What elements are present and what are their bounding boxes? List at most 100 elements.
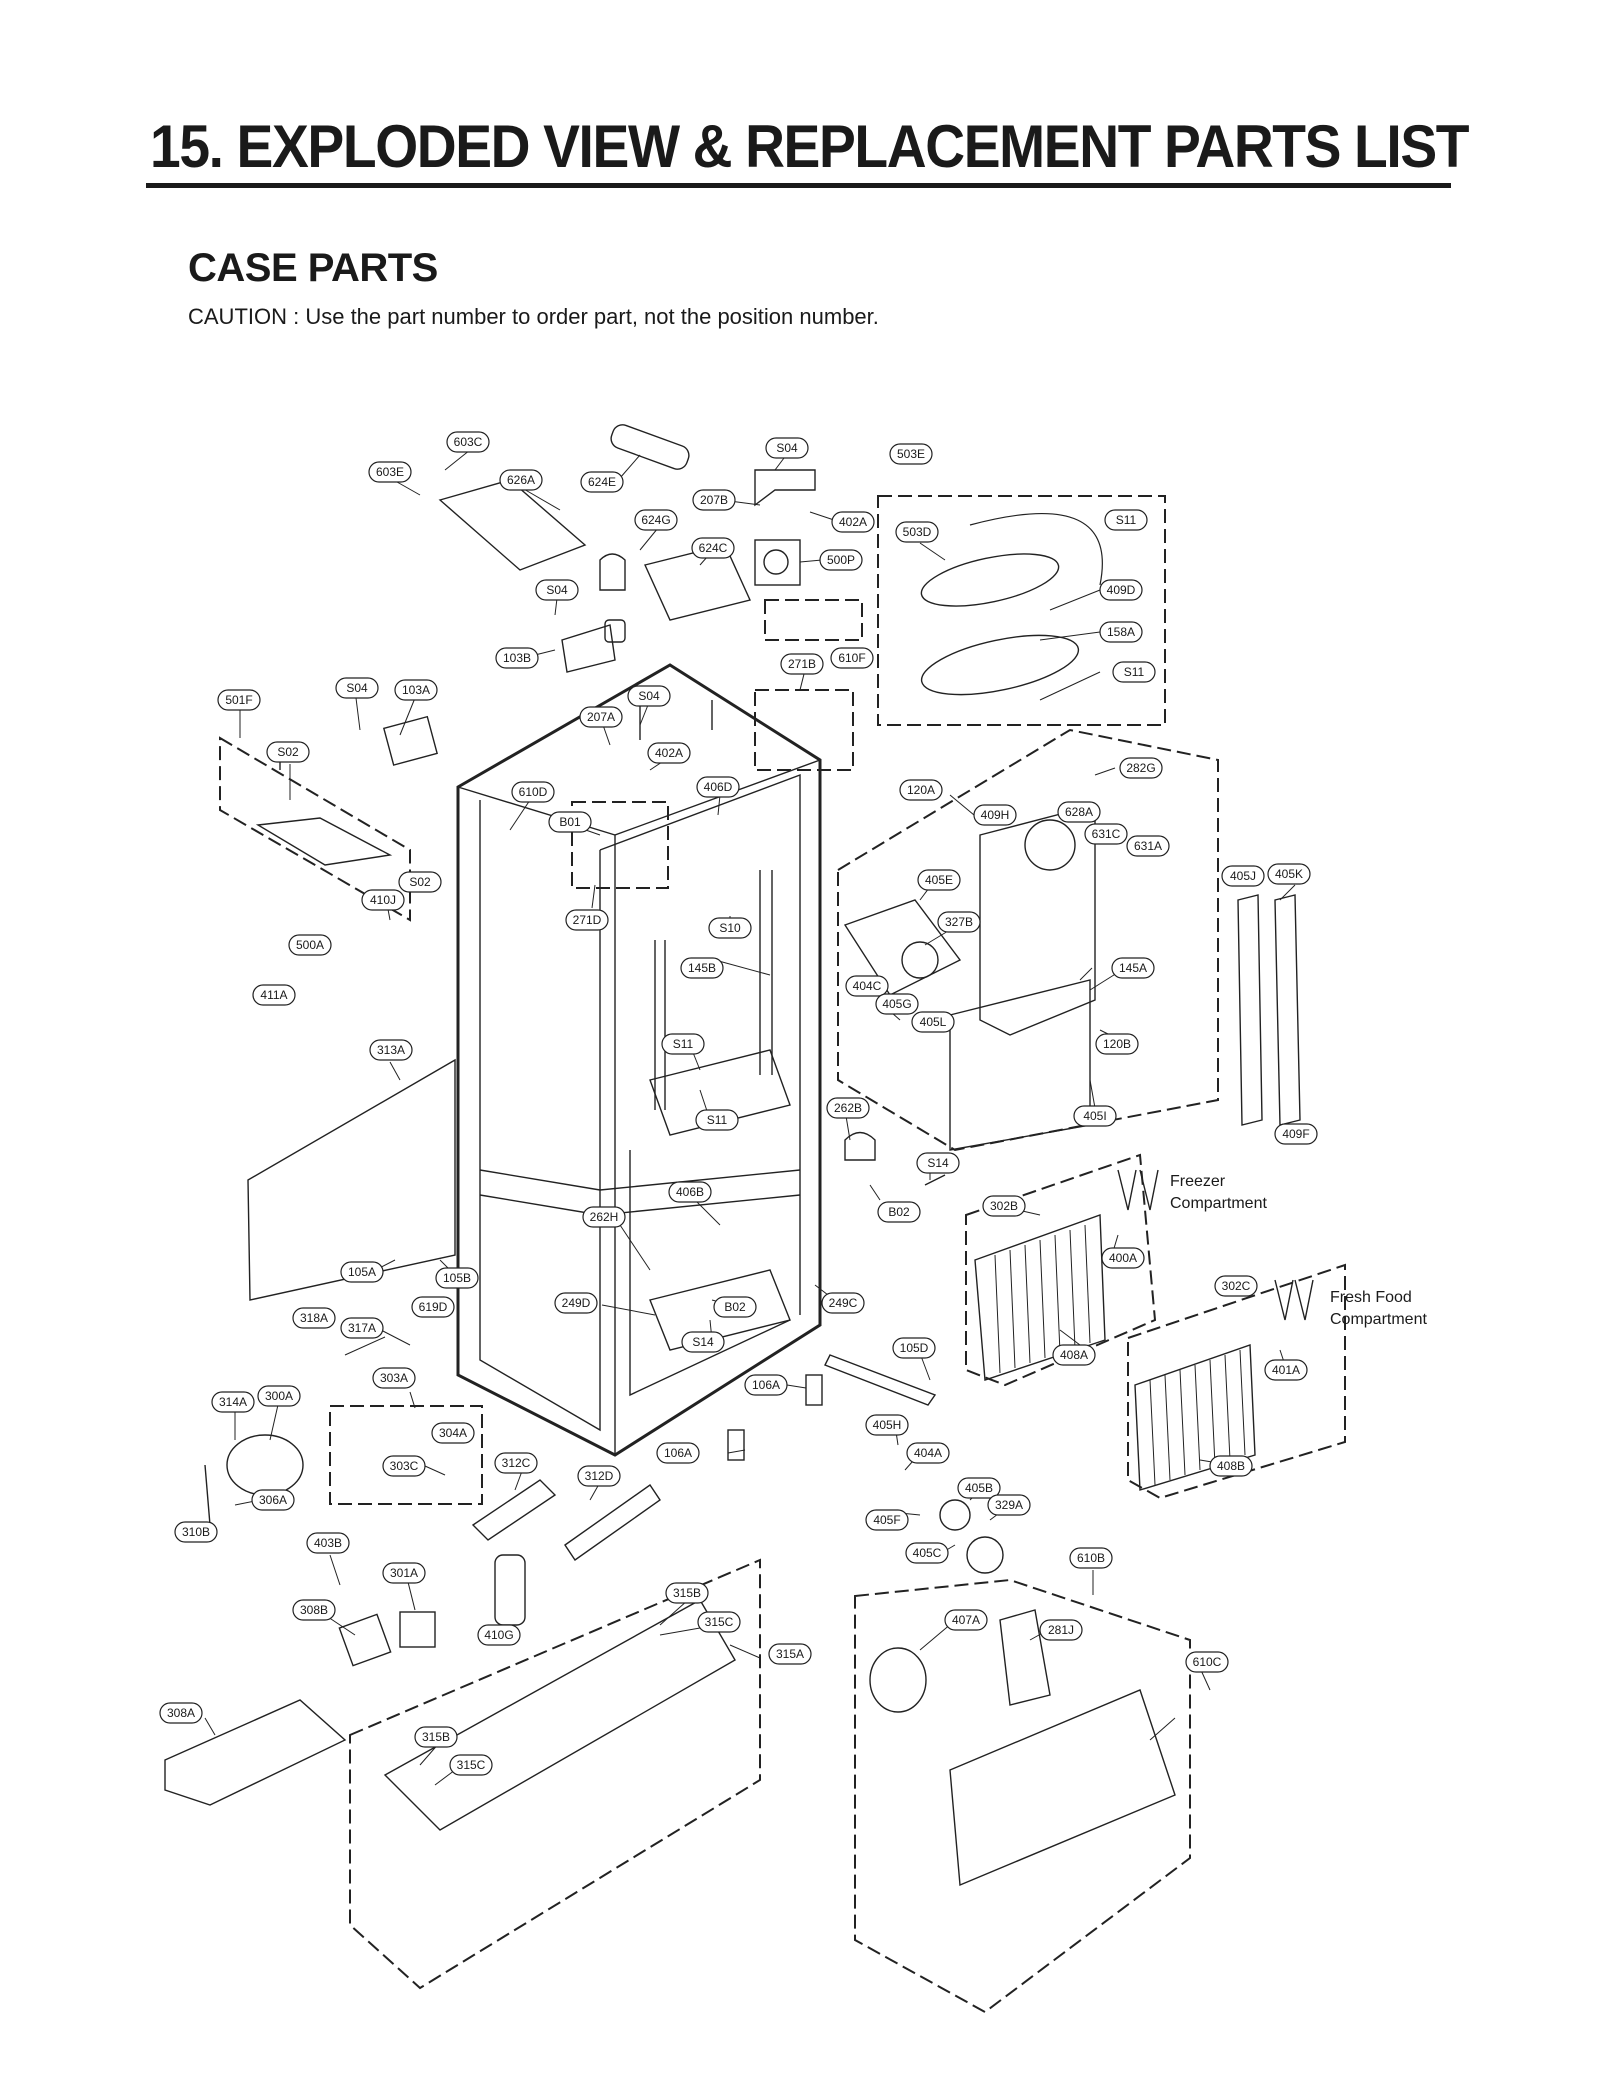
- part-label: 207B: [692, 489, 736, 511]
- svg-text:S11: S11: [1116, 513, 1137, 527]
- part-label: 410G: [477, 1624, 521, 1646]
- part-label: 405J: [1221, 865, 1265, 887]
- svg-text:120B: 120B: [1103, 1037, 1131, 1051]
- part-label: S04: [765, 437, 809, 459]
- svg-text:503E: 503E: [897, 447, 925, 461]
- group-610f: [764, 599, 863, 641]
- part-label: 407A: [944, 1609, 988, 1631]
- svg-text:501F: 501F: [225, 693, 252, 707]
- part-label: 105A: [340, 1261, 384, 1283]
- part-label: 401A: [1264, 1359, 1308, 1381]
- svg-text:406B: 406B: [676, 1185, 704, 1199]
- svg-text:624G: 624G: [641, 513, 670, 527]
- part-label: 106A: [656, 1442, 700, 1464]
- part-label: S14: [916, 1152, 960, 1174]
- leader-lines: [197, 449, 1311, 1786]
- part-label: 410J: [361, 889, 405, 911]
- svg-text:500P: 500P: [827, 553, 855, 567]
- svg-text:404A: 404A: [914, 1446, 942, 1460]
- svg-text:405J: 405J: [1230, 869, 1256, 883]
- part-label: 411A: [252, 984, 296, 1006]
- svg-text:400A: 400A: [1109, 1251, 1137, 1265]
- svg-text:145B: 145B: [688, 961, 716, 975]
- part-label: S11: [695, 1109, 739, 1131]
- svg-text:408A: 408A: [1060, 1348, 1088, 1362]
- part-label: 405L: [911, 1011, 955, 1033]
- svg-text:303C: 303C: [390, 1459, 419, 1473]
- part-label: 306A: [251, 1489, 295, 1511]
- svg-text:S04: S04: [776, 441, 798, 455]
- svg-text:308B: 308B: [300, 1603, 328, 1617]
- part-label: 303C: [382, 1455, 426, 1477]
- svg-text:409D: 409D: [1107, 583, 1136, 597]
- part-label: 249C: [821, 1292, 865, 1314]
- svg-text:120A: 120A: [907, 783, 935, 797]
- svg-text:207B: 207B: [700, 493, 728, 507]
- part-label: S04: [535, 579, 579, 601]
- svg-text:410J: 410J: [370, 893, 396, 907]
- svg-text:S04: S04: [346, 681, 368, 695]
- part-label: 409F: [1274, 1123, 1318, 1145]
- part-label: 610D: [511, 781, 555, 803]
- part-label: 603E: [368, 461, 412, 483]
- part-label: S14: [681, 1331, 725, 1353]
- part-label: S10: [708, 917, 752, 939]
- part-label: 302B: [982, 1195, 1026, 1217]
- part-label: 500A: [288, 934, 332, 956]
- svg-text:249D: 249D: [562, 1296, 591, 1310]
- part-label: 310B: [174, 1521, 218, 1543]
- part-label: 405C: [905, 1542, 949, 1564]
- part-label: 145B: [680, 957, 724, 979]
- group-303a: [329, 1405, 483, 1505]
- part-label: 405H: [865, 1414, 909, 1436]
- part-label: 271D: [565, 909, 609, 931]
- svg-text:405H: 405H: [873, 1418, 902, 1432]
- part-label: 271B: [780, 653, 824, 675]
- part-label: 610B: [1069, 1547, 1113, 1569]
- part-label: S11: [1104, 509, 1148, 531]
- part-label: 329A: [987, 1494, 1031, 1516]
- part-label: 103B: [495, 647, 539, 669]
- part-label: 318A: [292, 1307, 336, 1329]
- svg-text:105D: 105D: [900, 1341, 929, 1355]
- fresh-food-label-1: Fresh Food: [1330, 1289, 1412, 1306]
- svg-text:631A: 631A: [1134, 839, 1162, 853]
- part-label: 302C: [1214, 1275, 1258, 1297]
- svg-text:282G: 282G: [1126, 761, 1155, 775]
- part-label: 262H: [582, 1206, 626, 1228]
- svg-text:315B: 315B: [422, 1730, 450, 1744]
- part-label: 402A: [647, 742, 691, 764]
- svg-text:S04: S04: [546, 583, 568, 597]
- svg-text:628A: 628A: [1065, 805, 1093, 819]
- part-label: S11: [1112, 661, 1156, 683]
- part-label: S02: [266, 741, 310, 763]
- part-label: 408B: [1209, 1455, 1253, 1477]
- svg-text:403B: 403B: [314, 1536, 342, 1550]
- svg-text:402A: 402A: [655, 746, 683, 760]
- svg-text:S11: S11: [707, 1113, 728, 1127]
- cabinet-inner: [457, 759, 821, 1455]
- part-label: 400A: [1101, 1247, 1145, 1269]
- part-label: 408A: [1052, 1344, 1096, 1366]
- svg-text:207A: 207A: [587, 710, 615, 724]
- part-label: S04: [627, 685, 671, 707]
- svg-text:603E: 603E: [376, 465, 404, 479]
- svg-text:S11: S11: [673, 1037, 694, 1051]
- svg-text:318A: 318A: [300, 1311, 328, 1325]
- svg-text:610C: 610C: [1193, 1655, 1222, 1669]
- svg-text:271B: 271B: [788, 657, 816, 671]
- svg-text:S14: S14: [927, 1156, 949, 1170]
- part-label: 501F: [217, 689, 261, 711]
- part-label: 631A: [1126, 835, 1170, 857]
- part-label: 619D: [411, 1296, 455, 1318]
- svg-text:500A: 500A: [296, 938, 324, 952]
- part-label: 631C: [1084, 823, 1128, 845]
- svg-text:313A: 313A: [377, 1043, 405, 1057]
- part-label: 624E: [580, 471, 624, 493]
- part-label: 308B: [292, 1599, 336, 1621]
- part-label: 103A: [394, 679, 438, 701]
- svg-text:315A: 315A: [776, 1647, 804, 1661]
- part-label: 404C: [845, 975, 889, 997]
- part-label: 628A: [1057, 801, 1101, 823]
